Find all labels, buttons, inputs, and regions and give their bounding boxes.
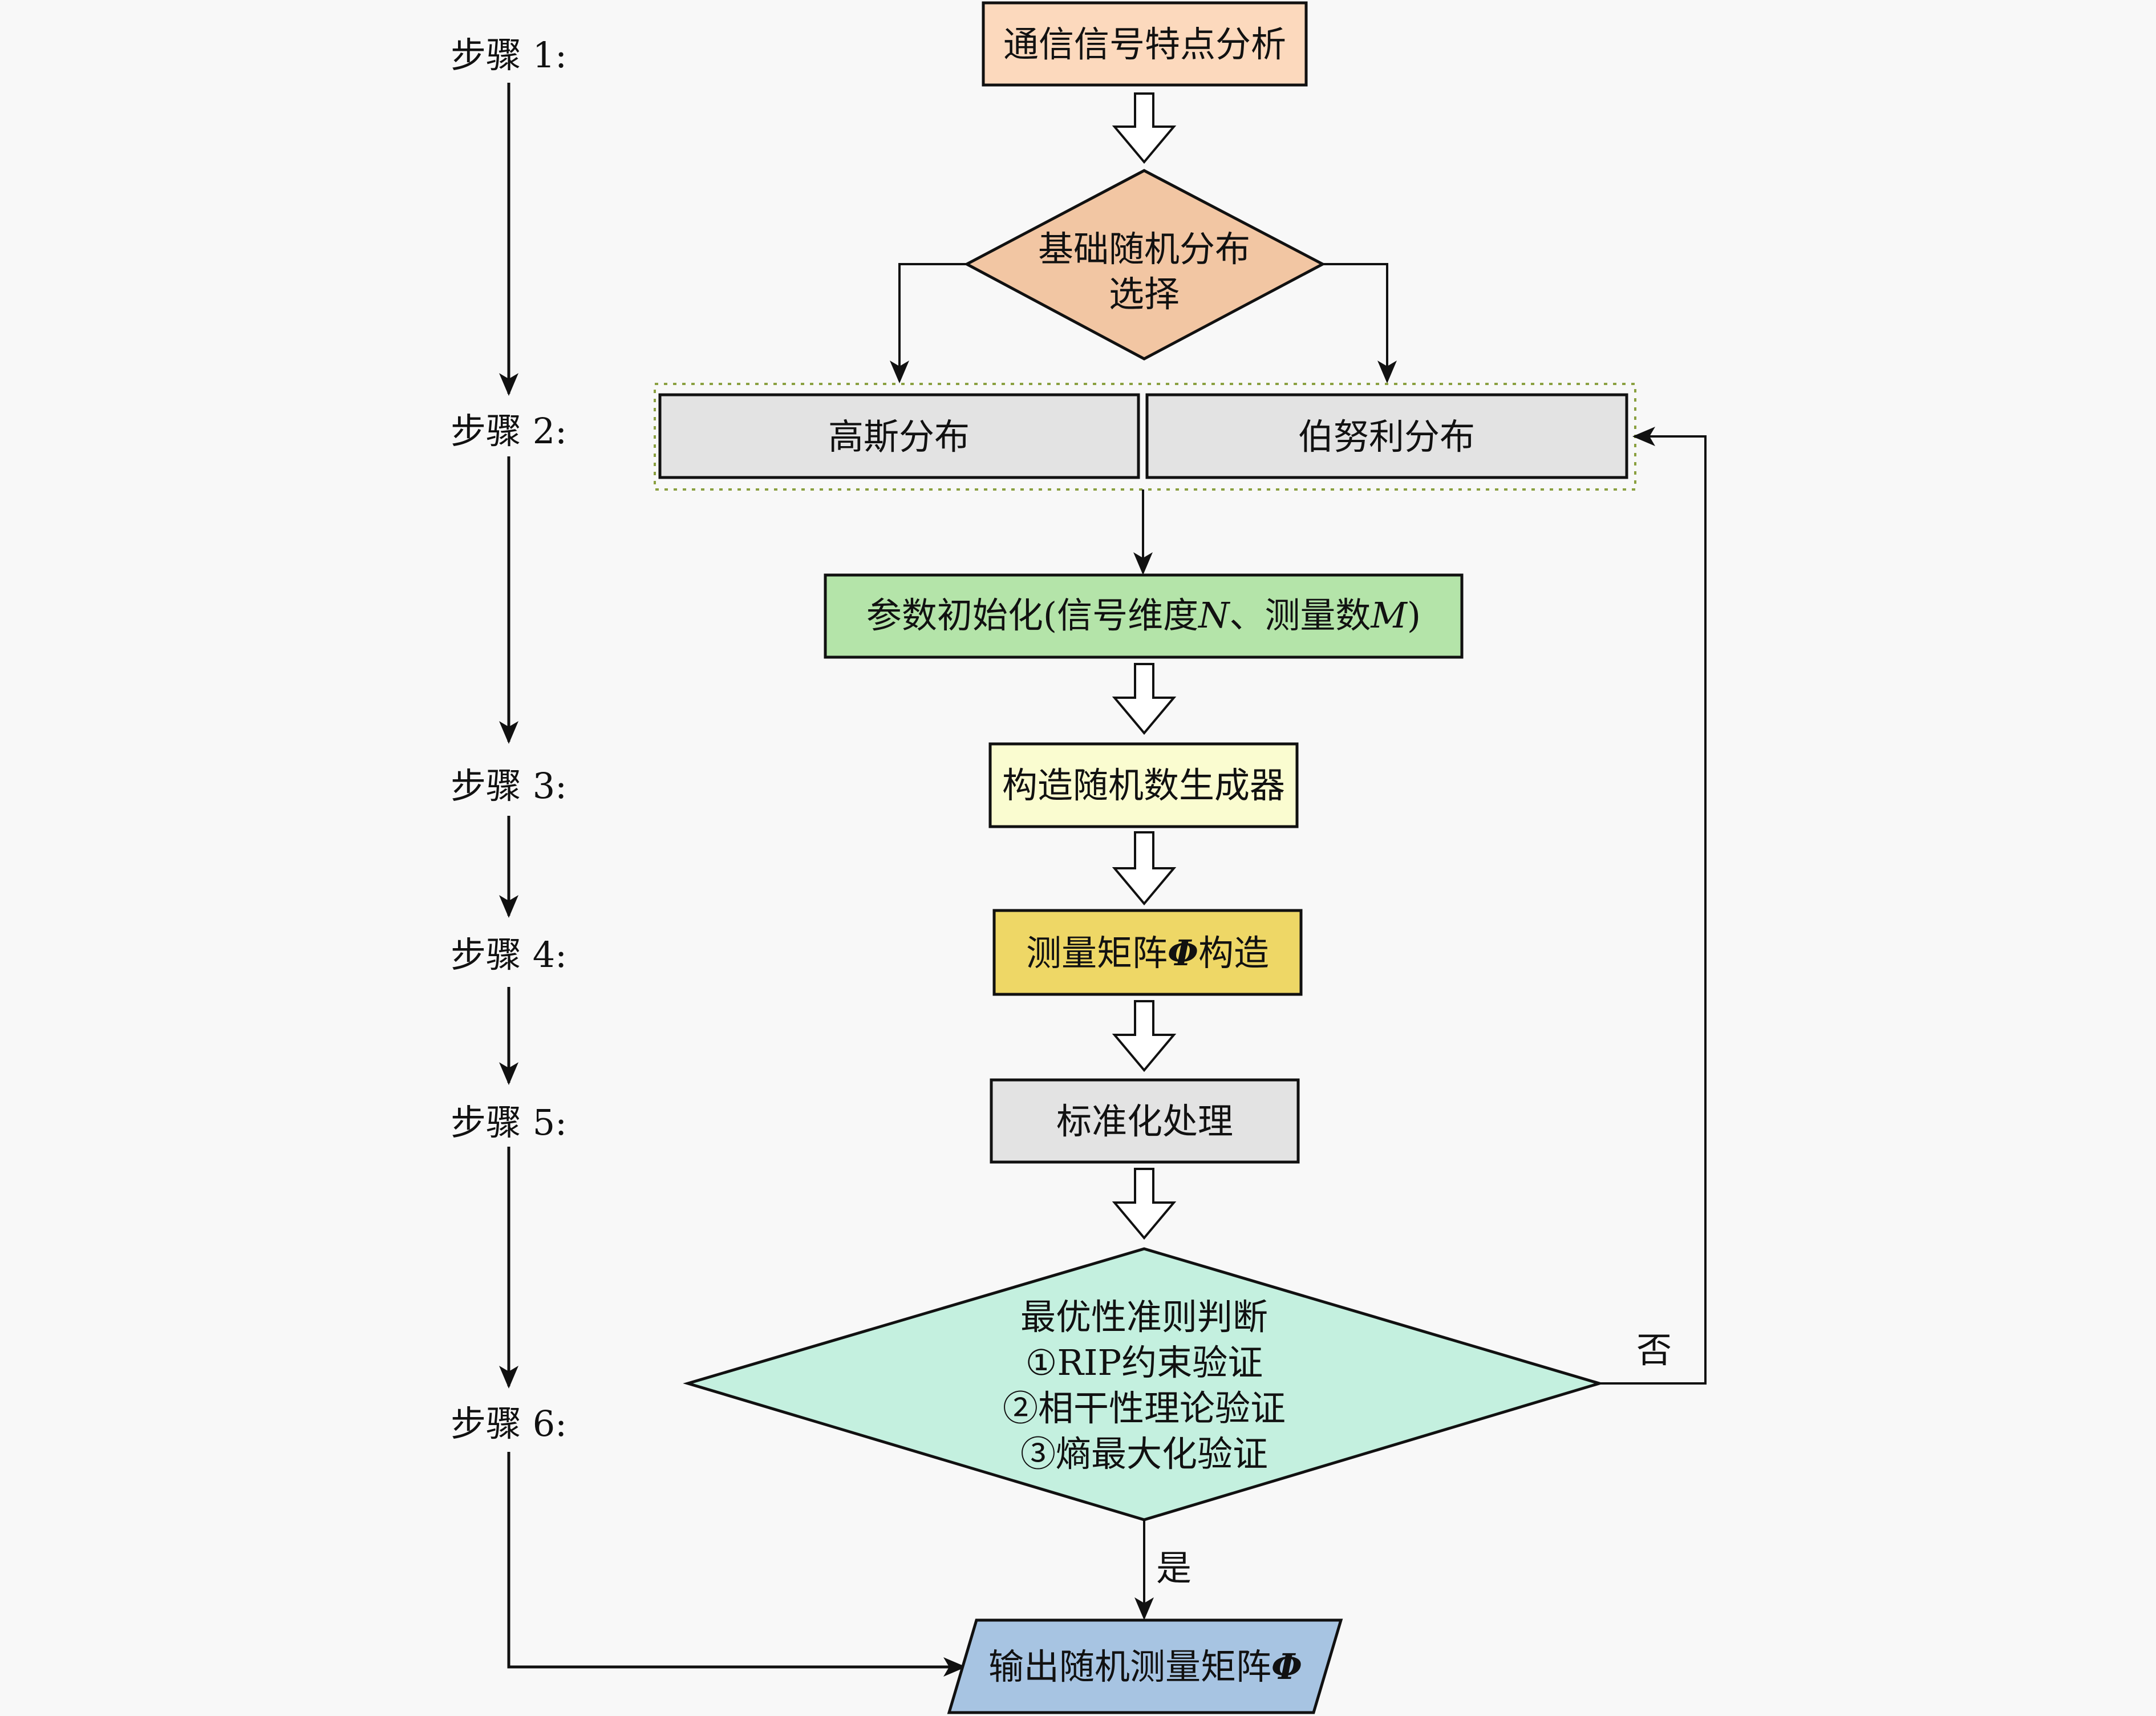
signal-analysis-box <box>982 1 1308 87</box>
feedback-arrow-no <box>1599 427 1707 1385</box>
step-timeline <box>499 83 966 1677</box>
distribution-choice-diamond <box>963 169 1326 361</box>
matrix-build-label: 测量矩阵Φ构造 <box>1026 932 1269 974</box>
matrix-build-box <box>992 909 1303 996</box>
param-init-suffix: ) <box>1407 594 1421 636</box>
param-init-var-n: N <box>1197 594 1231 636</box>
normalize-box <box>990 1078 1300 1164</box>
branch-arrow-gaussian <box>890 263 967 383</box>
distribution-choice-line-2: 选择 <box>1109 273 1180 315</box>
branch-arrow-bernoulli <box>1323 263 1397 383</box>
flow-arrow-5 <box>1112 1168 1177 1240</box>
output-prefix: 输出随机测量矩阵 <box>988 1646 1271 1687</box>
rng-box <box>988 742 1299 828</box>
step-arrow-6-output <box>507 1452 966 1677</box>
step-1-label: 步骤 1: <box>451 34 567 76</box>
flow-arrow-2 <box>1112 663 1177 735</box>
bernoulli-label: 伯努利分布 <box>1298 416 1475 458</box>
step-4-label: 步骤 4: <box>451 934 567 976</box>
criteria-line-1: 最优性准则判断 <box>1020 1296 1268 1338</box>
bernoulli-box <box>1145 393 1628 479</box>
flow-arrow-3 <box>1112 831 1177 906</box>
param-init-var-m: M <box>1370 594 1408 636</box>
criteria-line-2: ①RIP约束验证 <box>1026 1342 1263 1383</box>
flow-arrow-4 <box>1112 1000 1177 1072</box>
gaussian-label: 高斯分布 <box>828 416 970 458</box>
step-6-label: 步骤 6: <box>451 1403 567 1444</box>
output-parallelogram <box>947 1618 1343 1714</box>
step-3-label: 步骤 3: <box>451 765 567 807</box>
matrix-build-prefix: 测量矩阵 <box>1026 932 1168 974</box>
criteria-line-3: ②相干性理论验证 <box>1003 1387 1286 1429</box>
signal-analysis-label: 通信信号特点分析 <box>1003 23 1286 65</box>
gaussian-box <box>658 393 1140 479</box>
param-init-sep: 、测量数 <box>1229 594 1371 636</box>
step-5-label: 步骤 5: <box>451 1102 567 1143</box>
no-label: 否 <box>1636 1329 1672 1371</box>
step-2-label: 步骤 2: <box>451 410 567 452</box>
flow-arrow-1 <box>1112 92 1177 164</box>
normalize-label: 标准化处理 <box>1056 1100 1233 1142</box>
output-label: 输出随机测量矩阵Φ <box>988 1646 1302 1687</box>
yes-label: 是 <box>1156 1547 1192 1589</box>
output-phi: Φ <box>1271 1646 1302 1687</box>
param-init-label: 参数初始化(信号维度N、测量数M) <box>866 594 1421 636</box>
matrix-build-suffix: 构造 <box>1198 932 1269 974</box>
criteria-diamond <box>683 1247 1604 1521</box>
criteria-line-4: ③熵最大化验证 <box>1020 1433 1268 1475</box>
distribution-choice-line-1: 基础随机分布 <box>1038 228 1250 270</box>
rng-label: 构造随机数生成器 <box>1002 764 1285 806</box>
matrix-build-phi: Φ <box>1168 932 1198 974</box>
param-init-box <box>824 573 1464 659</box>
param-init-prefix: 参数初始化(信号维度 <box>866 594 1198 636</box>
